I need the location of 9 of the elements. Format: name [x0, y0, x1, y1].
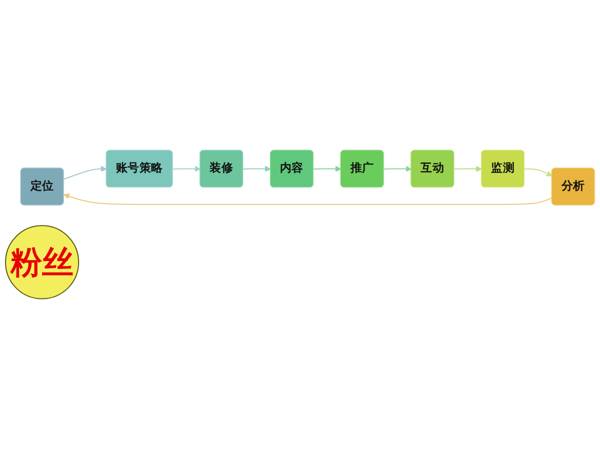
arrow — [172, 166, 201, 172]
arrow — [384, 166, 412, 172]
arrow — [64, 166, 107, 180]
node-circle: 粉丝 — [5, 225, 80, 300]
arrow — [243, 166, 271, 172]
arrow — [454, 166, 482, 172]
arrow — [313, 166, 342, 172]
arrow — [524, 168, 552, 176]
arrow — [64, 193, 552, 205]
